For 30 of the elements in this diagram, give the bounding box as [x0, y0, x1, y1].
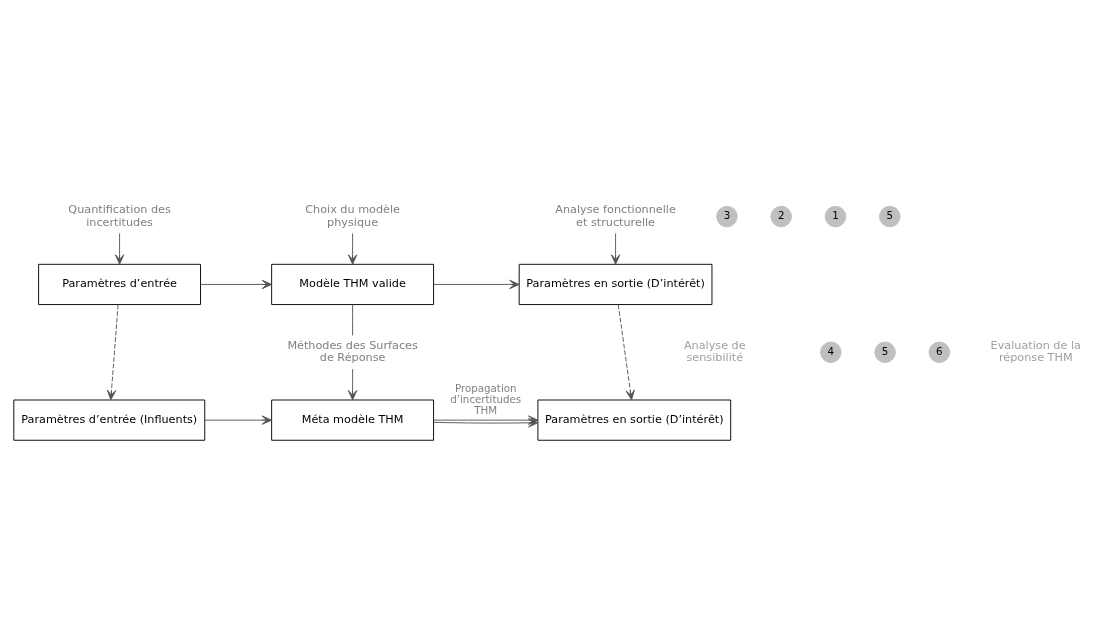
- node-circle: 2: [770, 205, 792, 227]
- node-circle: 5: [879, 205, 901, 227]
- arrow: [204, 414, 272, 425]
- node-box: Méta modèle THM: [271, 399, 435, 441]
- node-text: Quantification des incertitudes: [68, 202, 171, 229]
- node-text: Choix du modèle physique: [305, 202, 400, 229]
- node-circle: 1: [824, 205, 847, 227]
- node-circle: 6: [928, 341, 951, 363]
- node-box: Paramètres d’entrée: [38, 263, 201, 305]
- arrow: [106, 303, 119, 400]
- node-circle: 5: [874, 341, 896, 363]
- arrow: [617, 303, 635, 400]
- arrow: [347, 368, 358, 400]
- arrow: [200, 279, 273, 289]
- arrow: [114, 232, 125, 265]
- node-circle: 3: [716, 205, 738, 227]
- node-text: Analyse fonctionnelle et structurelle: [555, 202, 676, 229]
- label: Evaluation de la réponse THM: [990, 338, 1081, 364]
- connector: [352, 303, 354, 336]
- edge-label: Propagation d’incertitudes THM: [450, 381, 522, 416]
- node-box: Modèle THM valide: [271, 263, 435, 305]
- node-box: Paramètres d’entrée (Influents): [13, 399, 206, 441]
- node-circle: 4: [820, 341, 842, 363]
- arrow: [610, 232, 621, 265]
- arrow: [347, 232, 358, 265]
- node-box: Paramètres en sortie (D’intérêt): [518, 263, 713, 305]
- node-text: Méthodes des Surfaces de Réponse: [287, 338, 418, 364]
- label: Analyse de sensibilité: [683, 338, 746, 364]
- node-box: Paramètres en sortie (D’intérêt): [537, 399, 732, 441]
- arrow: [433, 279, 520, 289]
